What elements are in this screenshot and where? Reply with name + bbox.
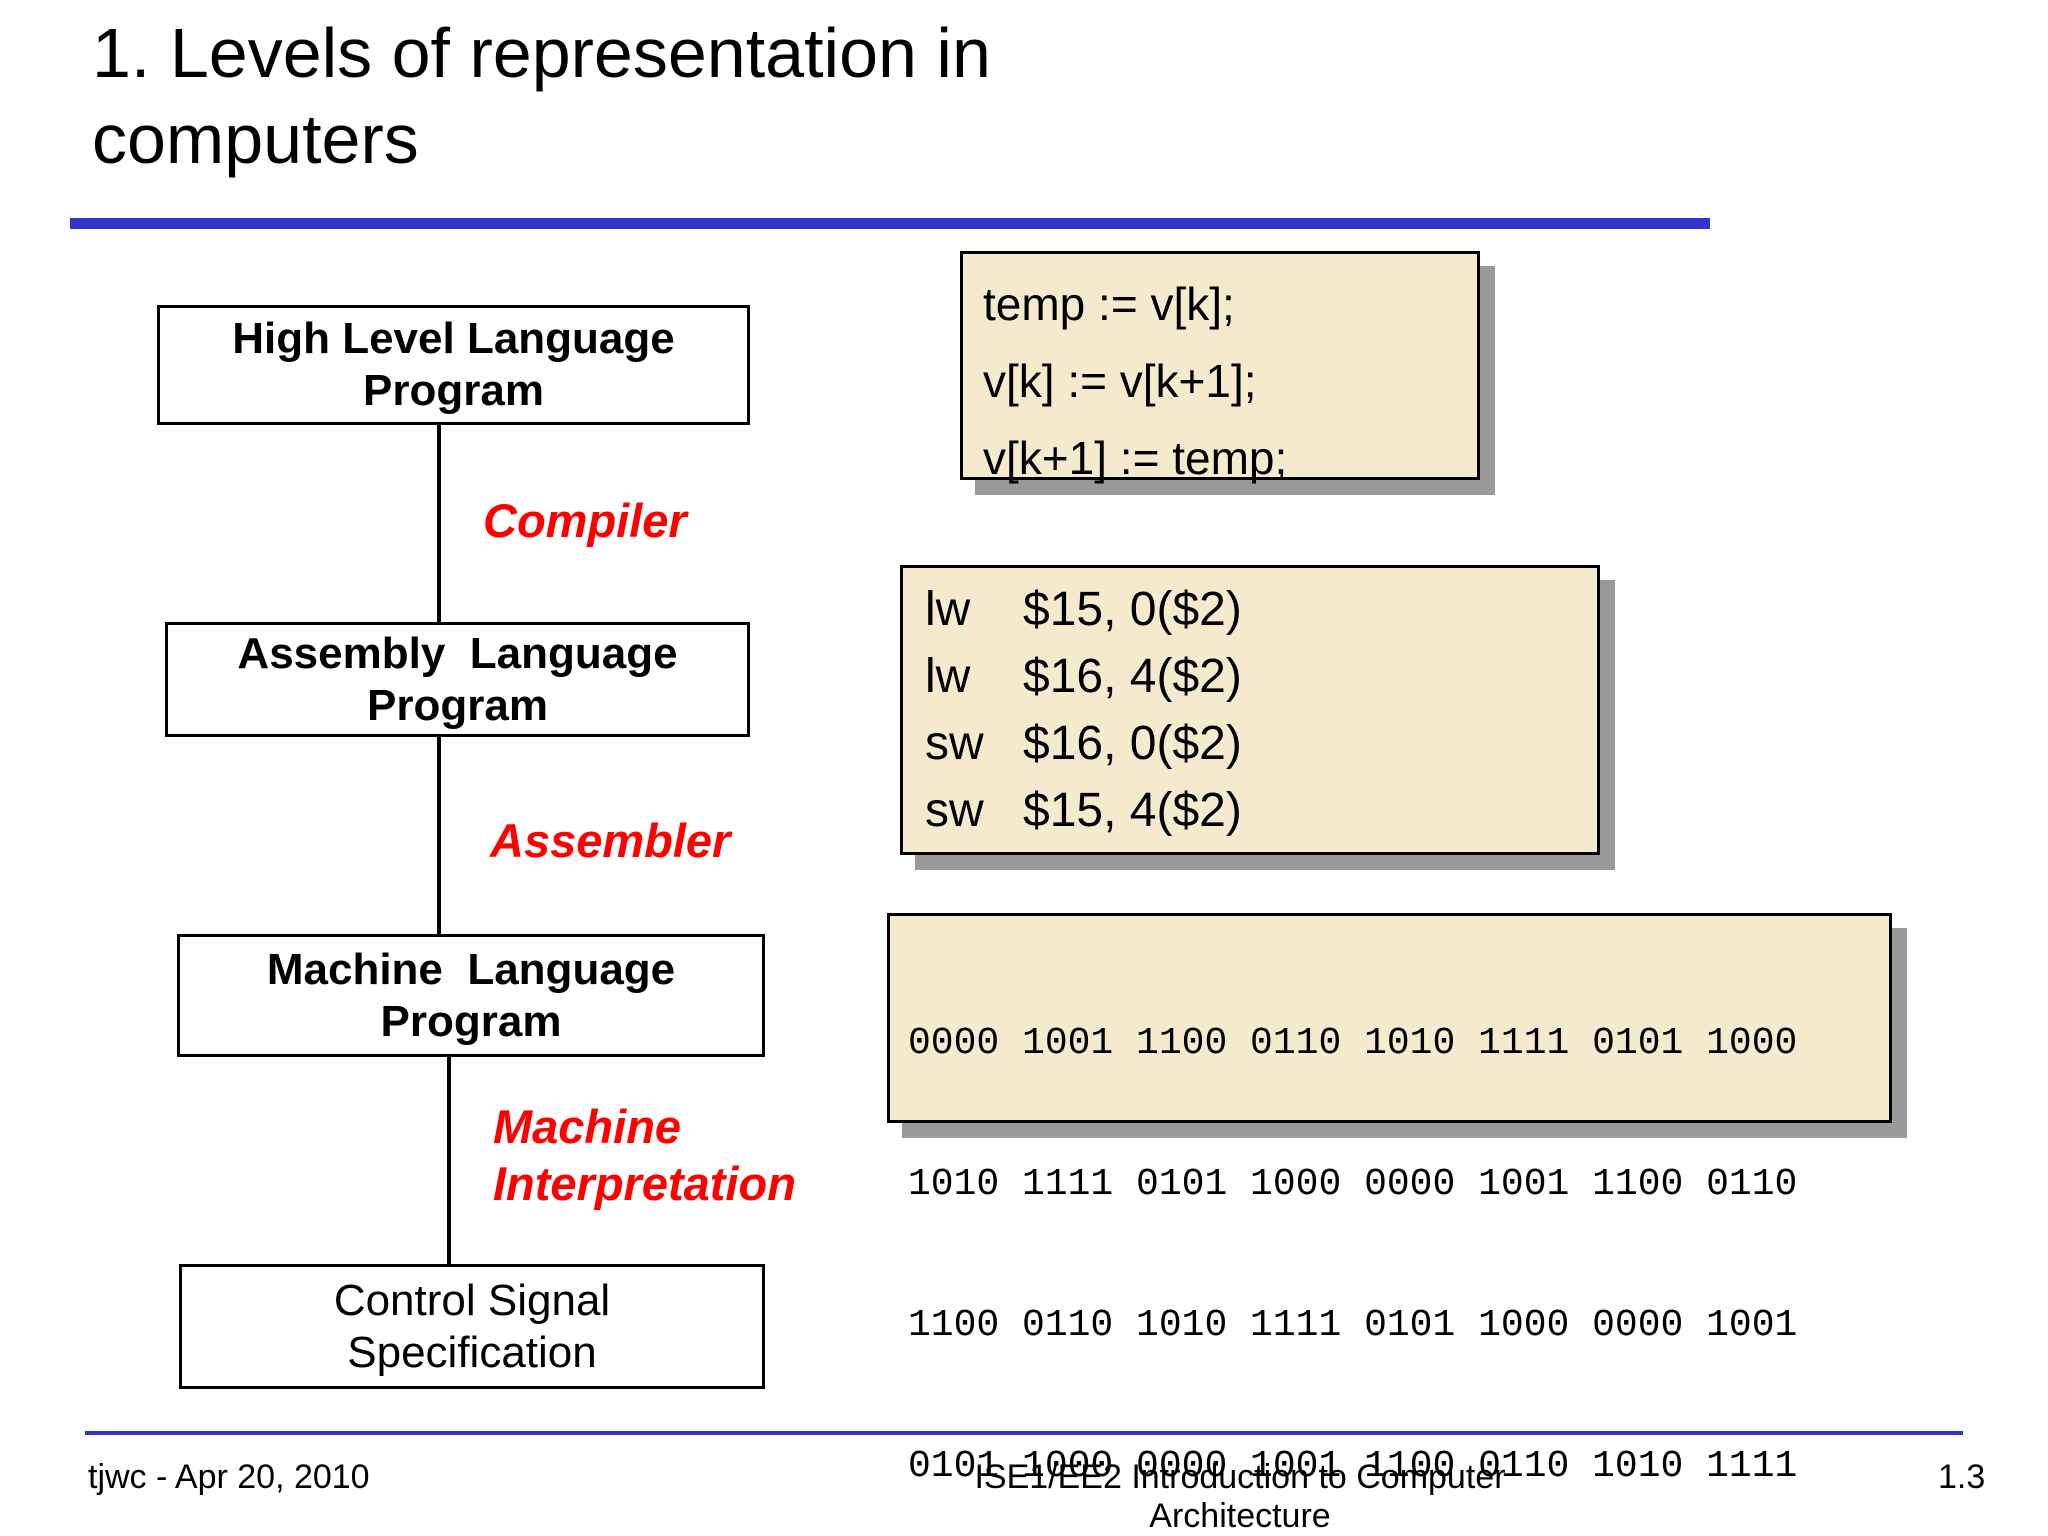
asm-operands: $16, 0($2) bbox=[1023, 717, 1242, 770]
code-line: lw $16, 4($2) bbox=[925, 643, 1597, 710]
code-line: 1010 1111 0101 1000 0000 1001 1100 0110 bbox=[908, 1163, 1798, 1206]
asm-operands: $15, 0($2) bbox=[1023, 583, 1242, 636]
code-line: sw $15, 4($2) bbox=[925, 777, 1597, 844]
slide-title: 1. Levels of representation in computers bbox=[92, 14, 991, 178]
asm-mnemonic: lw bbox=[925, 650, 971, 703]
asm-operands: $16, 4($2) bbox=[1023, 650, 1242, 703]
code-line: temp := v[k]; bbox=[983, 278, 1235, 330]
code-line: v[k+1] := temp; bbox=[983, 432, 1288, 484]
connector-machine-interpretation-line bbox=[447, 1057, 451, 1264]
code-line: lw $15, 0($2) bbox=[925, 576, 1597, 643]
transition-label-compiler: Compiler bbox=[483, 494, 687, 547]
title-underline bbox=[70, 218, 1710, 229]
asm-mnemonic: lw bbox=[925, 583, 971, 636]
code-line: 0101 1000 0000 1001 1100 0110 1010 1111 bbox=[908, 1445, 1798, 1488]
code-line: 0000 1001 1100 0110 1010 1111 0101 1000 bbox=[908, 1022, 1798, 1065]
flow-box-high-level-language-program: High Level Language Program bbox=[157, 305, 750, 425]
flow-box-assembly-language-program: Assembly Language Program bbox=[165, 622, 750, 737]
footer-author-date: tjwc - Apr 20, 2010 bbox=[88, 1458, 370, 1496]
connector-assembler-line bbox=[437, 737, 441, 934]
asm-operands: $15, 4($2) bbox=[1023, 784, 1242, 837]
code-panel-machine-binary: 0000 1001 1100 0110 1010 1111 0101 1000 … bbox=[887, 913, 1892, 1488]
code-panel-high-level: temp := v[k]; v[k] := v[k+1]; v[k+1] := … bbox=[960, 251, 1480, 484]
asm-mnemonic: sw bbox=[925, 784, 984, 837]
footer-slide-number: 1.3 bbox=[1938, 1458, 1986, 1496]
flow-box-machine-language-program: Machine Language Program bbox=[177, 934, 765, 1057]
asm-mnemonic: sw bbox=[925, 717, 984, 770]
code-line: v[k] := v[k+1]; bbox=[983, 355, 1257, 407]
connector-compiler-line bbox=[437, 425, 441, 622]
footer-rule bbox=[85, 1431, 1963, 1435]
flow-box-control-signal-specification: Control Signal Specification bbox=[179, 1264, 765, 1389]
footer-course-title: ISE1/EE2 Introduction to Computer Archit… bbox=[974, 1458, 1506, 1535]
code-line: sw $16, 0($2) bbox=[925, 710, 1597, 777]
transition-label-assembler: Assembler bbox=[490, 814, 731, 867]
code-line: 1100 0110 1010 1111 0101 1000 0000 1001 bbox=[908, 1304, 1798, 1347]
transition-label-machine-interpretation: Machine Interpretation bbox=[493, 1100, 796, 1210]
code-panel-assembly: lw $15, 0($2) lw $16, 4($2) sw $16, 0($2… bbox=[900, 565, 1600, 855]
